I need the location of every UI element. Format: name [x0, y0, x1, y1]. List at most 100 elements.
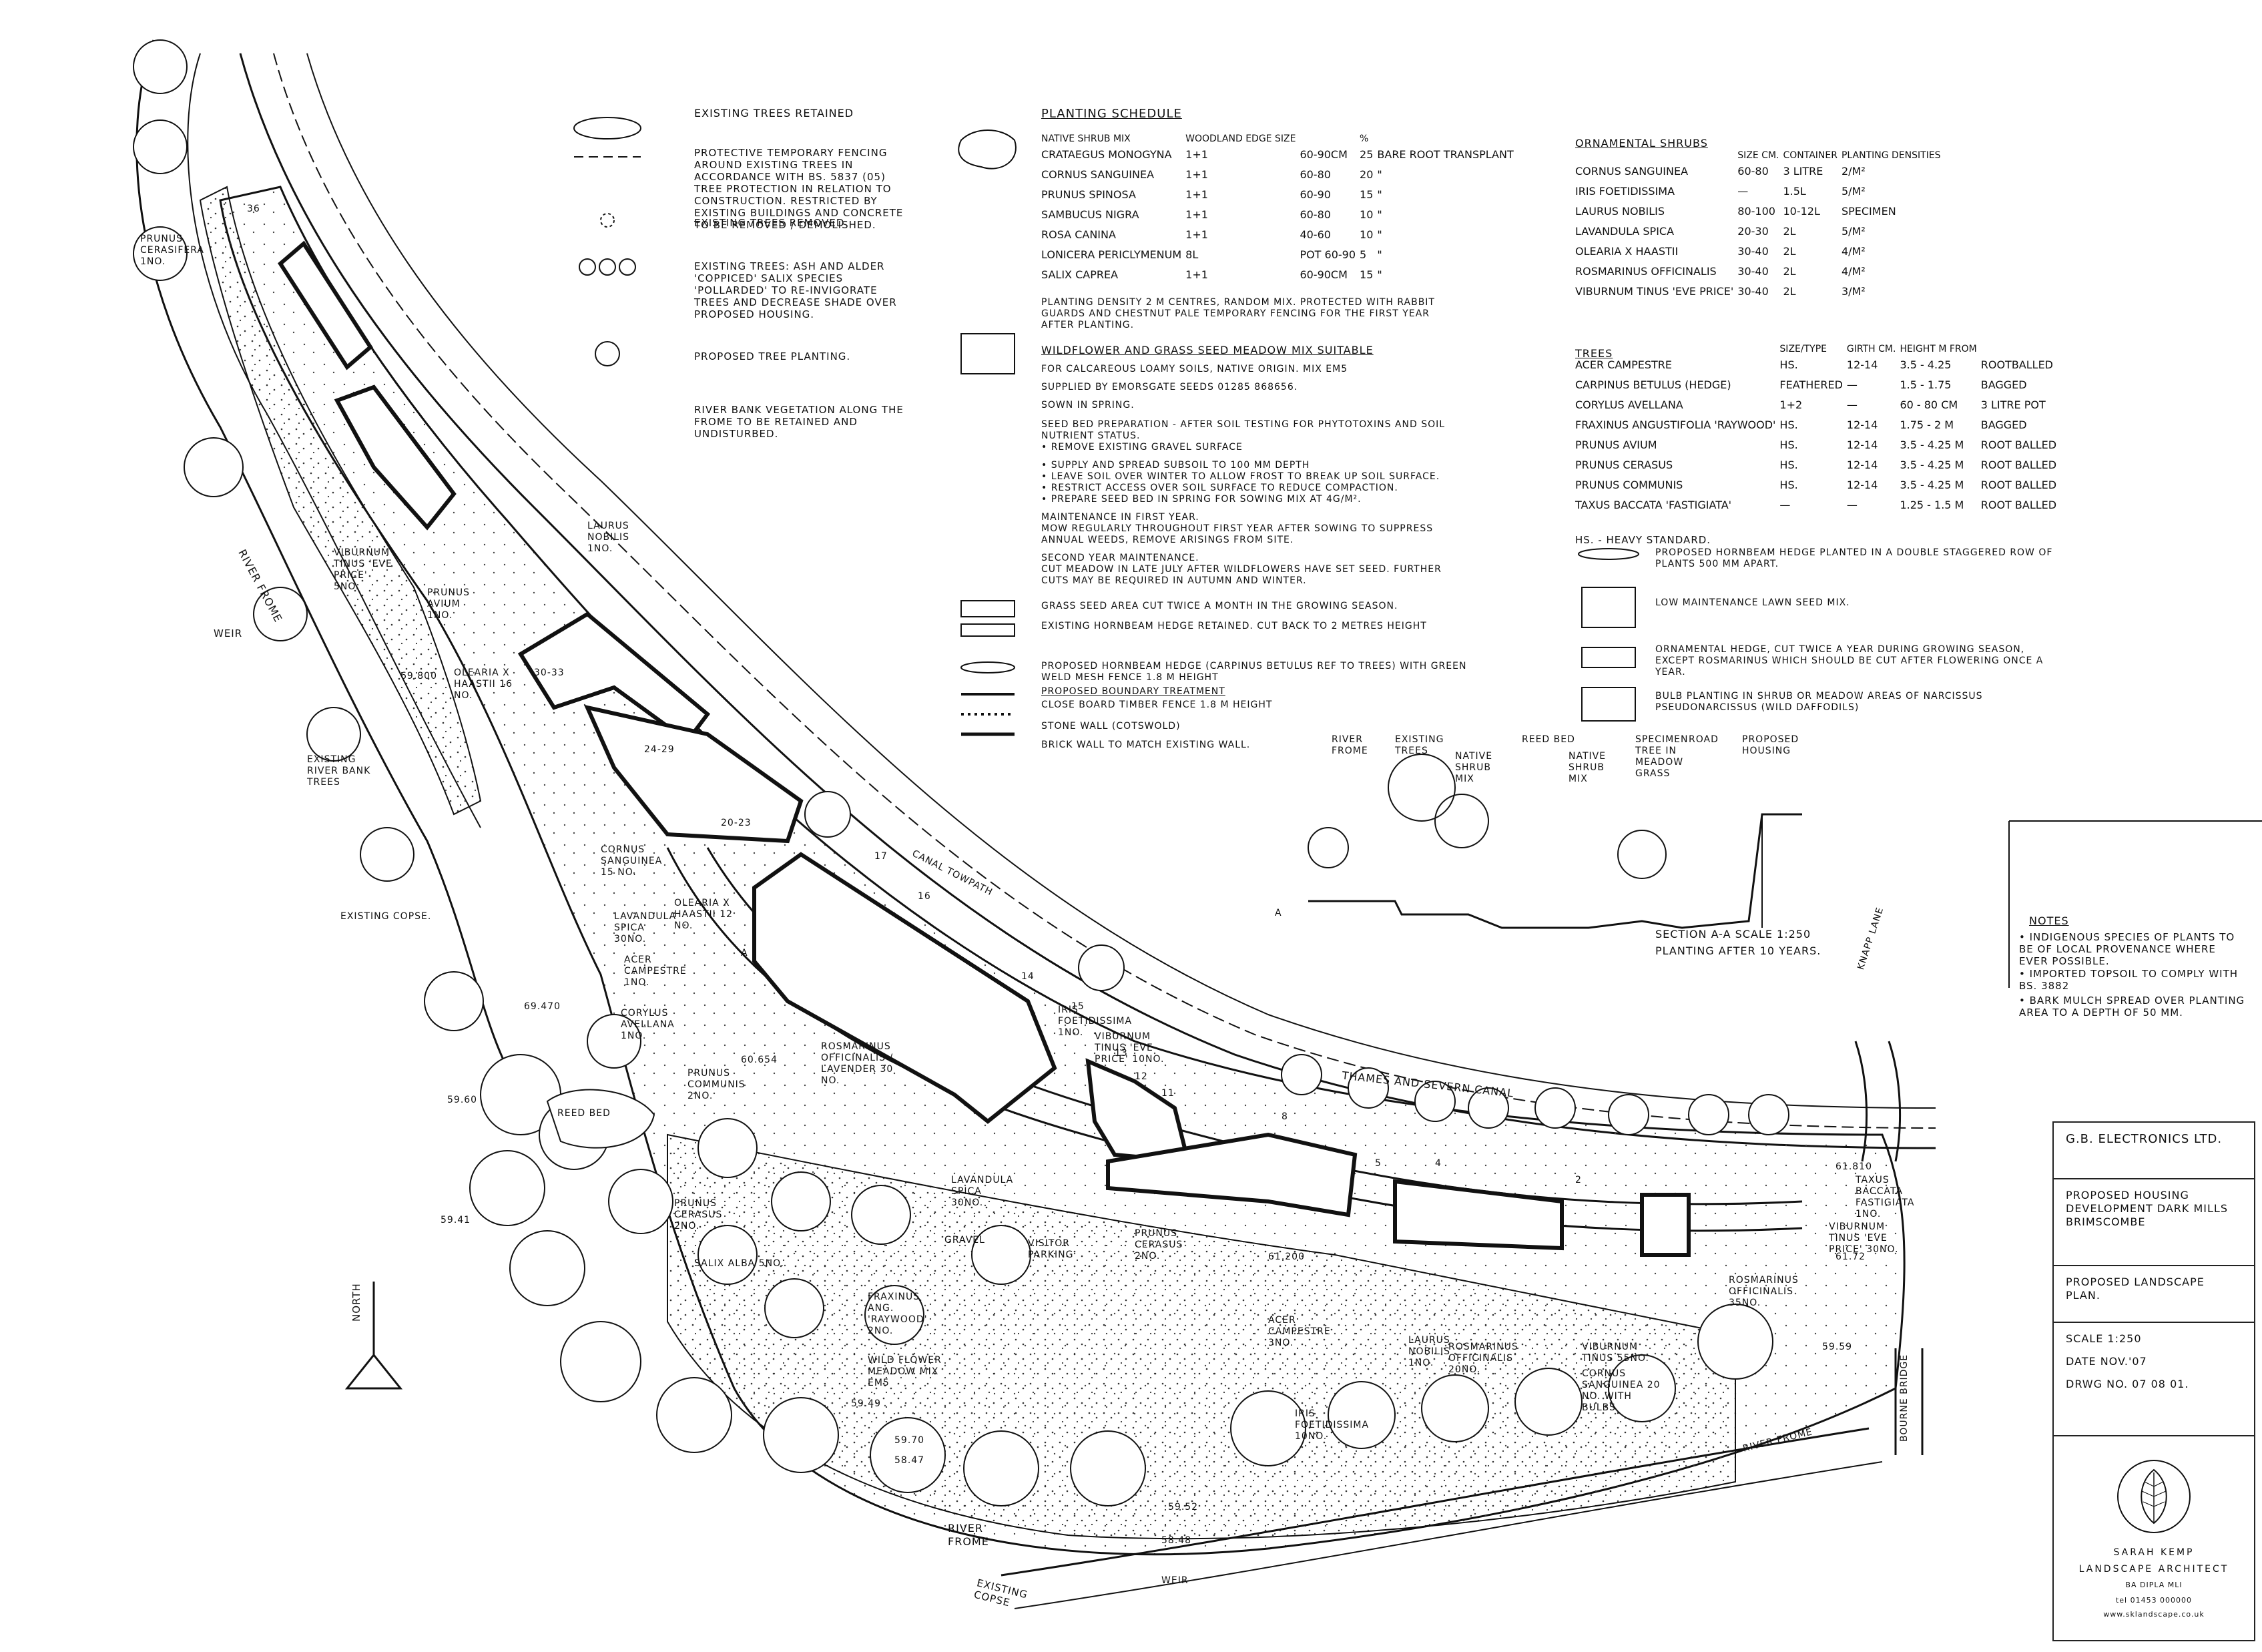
knapp-lane-2 [1888, 1041, 1902, 1162]
section-caption-2: PLANTING AFTER 10 YEARS. [1655, 944, 1821, 957]
spot-level: 69.800 [400, 671, 437, 681]
table-cell: 1.25 - 1.5 M [1900, 499, 1964, 511]
legend-hornbeam-double: PROPOSED HORNBEAM HEDGE PLANTED IN A DOU… [1655, 547, 2053, 569]
river-frome-south [1001, 1427, 1870, 1577]
label-weir-west: WEIR [214, 627, 243, 639]
label-viburnum-3: VIBURNUM TINUS 'EVE PRICE' 30NO. [1829, 1221, 1899, 1255]
unit-number: 16 [918, 891, 931, 902]
table-cell: HS. [1779, 439, 1798, 451]
table-cell: 3.5 - 4.25 [1900, 358, 1952, 371]
label-visitor-parking: VISITOR PARKING [1028, 1238, 1074, 1260]
house-block-12-8 [1106, 1132, 1358, 1217]
spot-level: 59.41 [441, 1215, 471, 1225]
boundary-title: PROPOSED BOUNDARY TREATMENT [1041, 686, 1225, 697]
reed-bed [546, 1089, 655, 1149]
stone-wall-note: STONE WALL (COTSWOLD) [1041, 721, 1181, 732]
table-cell: 2L [1783, 225, 1796, 238]
table-cell: CORNUS SANGUINEA [1575, 165, 1689, 178]
notes-item: • BARK MULCH SPREAD OVER PLANTING AREA T… [2019, 995, 2245, 1019]
spot-level: 58.47 [894, 1455, 925, 1466]
schedule-title: PLANTING SCHEDULE [1041, 107, 1182, 121]
table-cell: 1+1 [1185, 228, 1208, 241]
table-cell: CARPINUS BETULUS (HEDGE) [1575, 378, 1731, 391]
wildflower-title: WILDFLOWER AND GRASS SEED MEADOW MIX SUI… [1041, 344, 1374, 356]
legend-river-bank: RIVER BANK VEGETATION ALONG THE FROME TO… [694, 404, 904, 440]
label-fraxinus: FRAXINUS ANG. 'RAYWOOD' 2NO. [868, 1292, 928, 1336]
table-cell: SPECIMEN [1841, 205, 1896, 218]
table-cell: 1+2 [1779, 398, 1803, 411]
table-cell: " [1377, 228, 1382, 241]
table-cell: 20-30 [1737, 225, 1769, 238]
spot-level: 61.200 [1268, 1252, 1305, 1262]
legend-lawn: LOW MAINTENANCE LAWN SEED MIX. [1655, 597, 1850, 608]
table-cell: PRUNUS SPINOSA [1041, 188, 1136, 201]
table-cell: 4/M² [1841, 265, 1866, 278]
firm-web: www.sklandscape.co.uk [2103, 1610, 2205, 1619]
label-viburnum-4: VIBURNUM TINUS 'EVE PRICE' 10NO. [1095, 1031, 1165, 1065]
table-cell: 3 LITRE POT [1980, 398, 2046, 411]
notes-item: • INDIGENOUS SPECIES OF PLANTS TO BE OF … [2019, 931, 2235, 967]
table-cell: 12-14 [1846, 358, 1878, 371]
table-cell: — [1737, 185, 1749, 198]
wildflower-line: SEED BED PREPARATION - AFTER SOIL TESTIN… [1041, 419, 1446, 441]
wildflower-line: SUPPLIED BY EMORSGATE SEEDS 01285 868656… [1041, 382, 1298, 392]
table-cell: 1+1 [1185, 268, 1208, 281]
table-cell: — [1779, 499, 1791, 511]
house-block-north [334, 384, 457, 531]
wildflower-details: FOR CALCAREOUS LOAMY SOILS, NATIVE ORIGI… [1041, 364, 1468, 587]
table-cell: 60-80 [1300, 208, 1331, 221]
legend-proposed-tree: PROPOSED TREE PLANTING. [694, 350, 851, 362]
river-bank-west [135, 39, 509, 1069]
legend-fencing: PROTECTIVE TEMPORARY FENCING AROUND EXIS… [694, 147, 904, 231]
trees-title: TREES [1575, 347, 1613, 360]
label-prunus-avium: PRUNUS AVIUM 1NO. [427, 587, 471, 621]
table-cell: 5/M² [1841, 185, 1866, 198]
table-cell: ROSA CANINA [1041, 228, 1116, 241]
section-label: SPECIMEN TREE IN MEADOW GRASS [1635, 734, 1689, 779]
table-cell: SAMBUCUS NIGRA [1041, 208, 1139, 221]
section-label: NATIVE SHRUB MIX [1569, 751, 1607, 784]
unit-number: 14 [1021, 971, 1035, 982]
wildflower-line: • LEAVE SOIL OVER WINTER TO ALLOW FROST … [1041, 471, 1440, 482]
unit-number: 30-33 [534, 667, 565, 678]
section-label: NATIVE SHRUB MIX [1455, 751, 1493, 784]
close-board-note: CLOSE BOARD TIMBER FENCE 1.8 M HEIGHT [1041, 700, 1273, 710]
label-laurus-1: LAURUS NOBILIS 1NO. [587, 521, 630, 554]
table-cell: 2/M² [1841, 165, 1866, 178]
house-block-east [1640, 1193, 1691, 1257]
spot-level: 61.72 [1835, 1252, 1866, 1262]
table-cell: HS. [1779, 419, 1798, 431]
table-cell: 12-14 [1846, 459, 1878, 471]
house-block-5-2 [1393, 1179, 1564, 1251]
river-frome-south-2 [1014, 1461, 1883, 1609]
unit-number: 36 [247, 204, 260, 214]
wildflower-line: • RESTRICT ACCESS OVER SOIL SURFACE TO R… [1041, 483, 1398, 493]
section-marker-a: A [1275, 908, 1282, 918]
header-cell: NATIVE SHRUB MIX [1041, 133, 1131, 144]
label-taxus: TAXUS BACCATA FASTIGIATA 1NO. [1856, 1175, 1915, 1219]
section-marker-a: A [741, 948, 748, 958]
label-laurus-2: LAURUS NOBILIS 1NO. [1408, 1335, 1451, 1368]
north-arrow-icon [344, 1282, 403, 1390]
header-cell: SIZE/TYPE [1779, 344, 1827, 354]
firm-title: LANDSCAPE ARCHITECT [2078, 1564, 2229, 1575]
table-cell: 5 [1360, 248, 1367, 261]
spot-level: 59.49 [851, 1398, 882, 1409]
table-cell: CORYLUS AVELLANA [1575, 398, 1683, 411]
table-cell: — [1846, 378, 1858, 391]
unit-number: 13 [1115, 1048, 1128, 1059]
spot-level: 60.654 [741, 1055, 778, 1065]
table-cell: 20 [1360, 168, 1374, 181]
table-cell: ROOT BALLED [1980, 479, 2057, 491]
header-cell: GIRTH CM. [1846, 344, 1896, 354]
table-cell: PRUNUS AVIUM [1575, 439, 1657, 451]
table-cell: 3.5 - 4.25 M [1900, 459, 1964, 471]
